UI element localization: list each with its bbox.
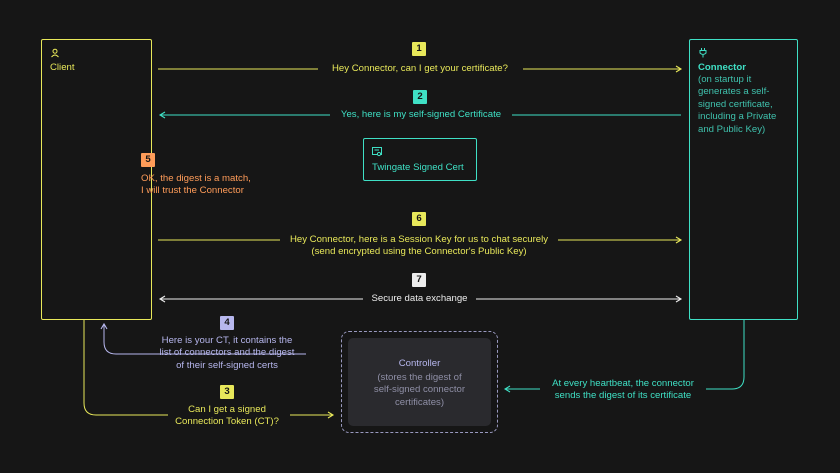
heartbeat-text: At every heartbeat, the connector sends … [552,378,694,403]
connector-desc-line: and Public Key) [698,123,766,135]
controller-outer-box [341,331,498,433]
cert-label: Twingate Signed Cert [372,162,464,173]
connector-desc-line: signed certificate, [698,98,773,110]
client-box [41,39,152,320]
client-title: Client [50,62,75,73]
connector-desc-line: including a Private [698,111,777,123]
step-5-text: OK, the digest is a match, I will trust … [141,173,251,198]
connector-desc: (on startup it generates a self- signed … [698,74,776,136]
step-1-badge: 1 [412,42,426,56]
step-1-text: Hey Connector, can I get your certificat… [332,63,508,74]
step-4-badge: 4 [220,316,234,330]
step-3-line: Can I get a signed [188,404,266,415]
connector-desc-line: (on startup it [698,74,752,85]
step-3-badge: 3 [220,385,234,399]
controller-box [348,338,491,426]
step-7-badge: 7 [412,273,426,287]
arrow-heartbeat-curve [706,320,745,390]
step-7-text: Secure data exchange [371,293,468,304]
person-icon [51,48,59,58]
controller-title: Controller [398,358,441,369]
certificate-icon [372,147,382,157]
connector-title: Connector [698,62,746,73]
step-6-line: Hey Connector, here is a Session Key for… [289,234,549,245]
connector-desc-line: generates a self- [698,86,770,98]
step-3-text: Can I get a signed Connection Token (CT)… [175,404,279,429]
step-4-line: Here is your CT, it contains the [161,335,293,346]
step-3-line: Connection Token (CT)? [175,416,279,428]
step-5-badge: 5 [141,153,155,167]
arrow-step-3-curve [83,320,168,416]
step-5-line: OK, the digest is a match, [141,173,251,184]
step-6-text: Hey Connector, here is a Session Key for… [290,234,548,259]
step-4-line: of their self-signed certs [176,359,278,371]
arrow-step-4 [100,322,306,355]
step-2-badge: 2 [413,90,427,104]
controller-desc-line: (stores the digest of [377,372,462,383]
controller-desc-line: self-signed connector [373,384,466,396]
step-2-text: Yes, here is my self-signed Certificate [340,109,502,120]
controller-desc-line: certificates) [394,396,445,408]
twingate-cert-box [363,138,477,181]
step-4-text: Here is your CT, it contains the list of… [160,335,295,372]
step-4-line: list of connectors and the digest [159,347,295,359]
connector-box [689,39,798,320]
step-5-line: I will trust the Connector [141,185,244,197]
heartbeat-line: sends the digest of its certificate [554,390,692,402]
step-6-line: (send encrypted using the Connector's Pu… [311,246,527,258]
heartbeat-line: At every heartbeat, the connector [552,378,694,389]
plug-icon [699,48,707,58]
controller-desc: (stores the digest of self-signed connec… [374,372,465,409]
step-6-badge: 6 [412,212,426,226]
